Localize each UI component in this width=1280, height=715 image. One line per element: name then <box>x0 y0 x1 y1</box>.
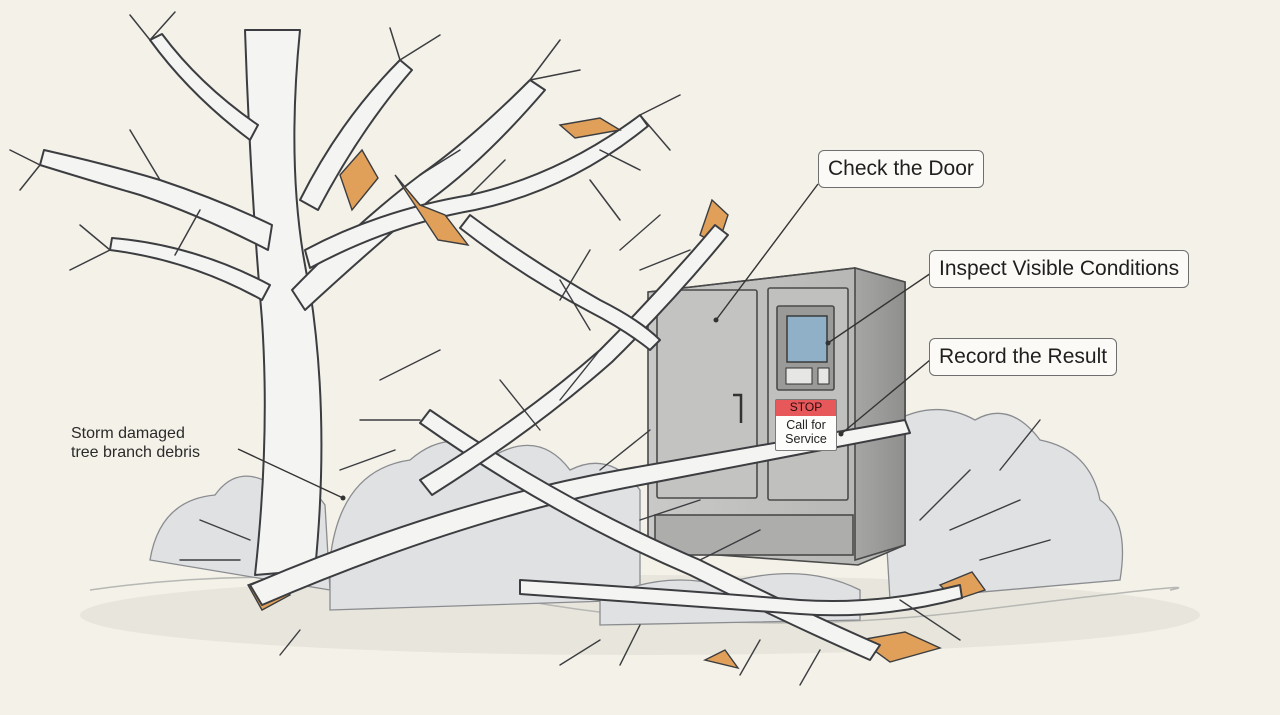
stop-call-for-service-sign: STOP Call for Service <box>775 399 837 451</box>
sign-stop-label: STOP <box>776 400 836 416</box>
sign-line-1: Call for <box>786 417 826 432</box>
debris-annotation-line-1: Storm damaged <box>71 425 185 442</box>
leader-dots <box>340 317 844 501</box>
debris-annotation-line-2: tree branch debris <box>71 444 200 462</box>
broken-branch-ends <box>246 117 987 670</box>
callout-check-door-text: Check the Door <box>828 157 974 180</box>
callout-inspect-conditions: Inspect Visible Conditions <box>929 250 1190 289</box>
callout-check-door: Check the Door <box>818 150 984 189</box>
callout-inspect-conditions-text: Inspect Visible Conditions <box>939 257 1180 280</box>
debris-annotation: Storm damaged tree branch debris <box>71 424 200 462</box>
fallen-limbs <box>249 214 963 661</box>
debris-twigs <box>179 214 1051 686</box>
callout-record-result-text: Record the Result <box>939 345 1108 368</box>
callout-record-result: Record the Result <box>929 338 1118 377</box>
callout-leaders <box>237 183 935 499</box>
sign-line-2: Service <box>785 432 827 447</box>
tree-twigs <box>9 11 681 271</box>
tree <box>39 29 649 576</box>
